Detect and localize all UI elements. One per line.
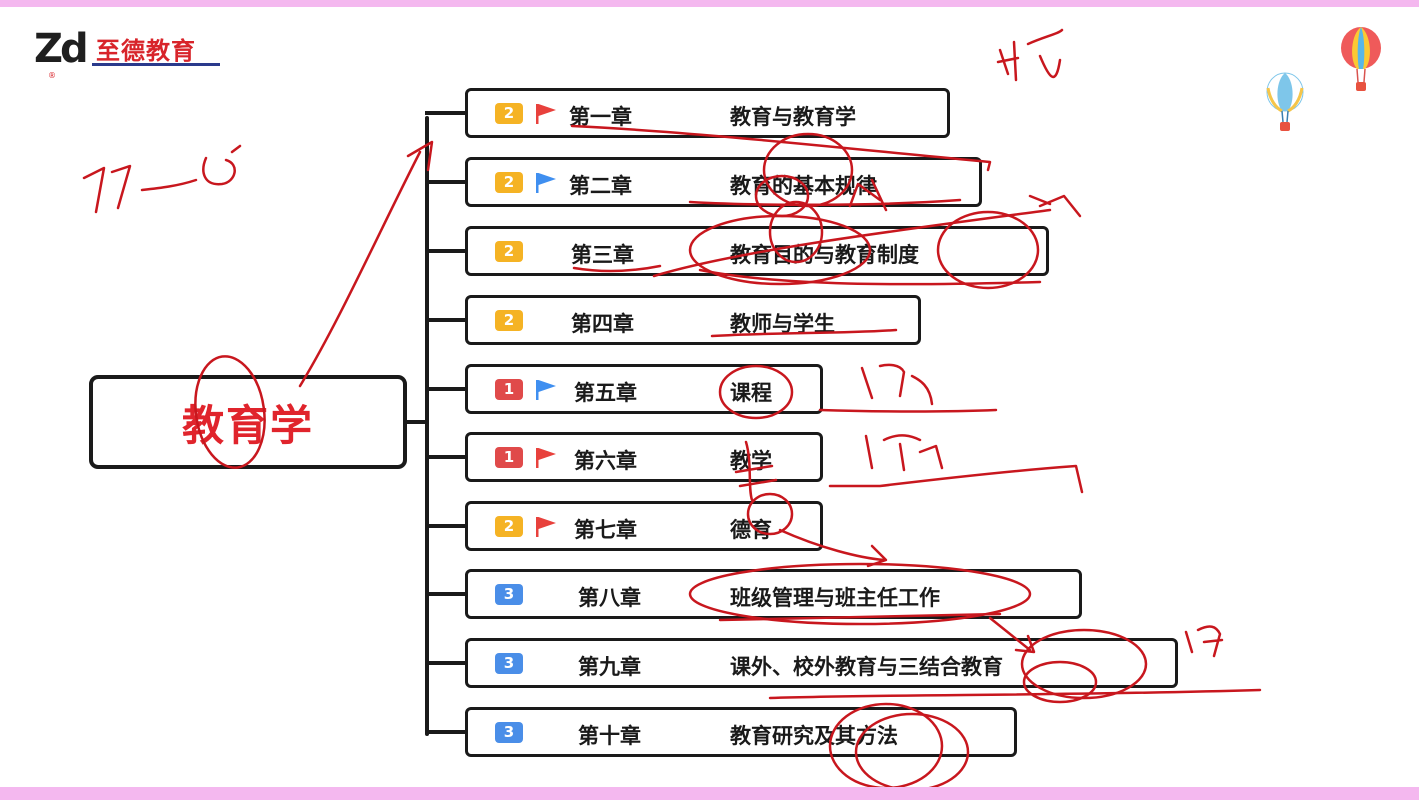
root-connector [407,420,429,424]
chapter-node-4[interactable]: 2 第四章 教师与学生 [465,295,921,345]
chapter-title: 教学 [730,449,772,473]
hot-air-balloon-icon [1266,72,1304,131]
branch-connector-9 [425,661,467,665]
branch-connector-4 [425,318,467,322]
branch-connector-3 [425,249,467,253]
chapter-number: 第五章 [574,381,637,405]
blue-flag-icon [536,173,556,193]
logo-name: 至德教育 [96,37,196,65]
chapter-number: 第九章 [578,655,641,679]
chapter-number: 第十章 [578,724,641,748]
priority-badge: 2 [495,172,523,193]
chapter-number: 第三章 [571,243,634,267]
chapter-number: 第六章 [574,449,637,473]
chapter-node-6[interactable]: 1 第六章 教学 [465,432,823,482]
branch-connector-10 [425,730,467,734]
branch-connector-5 [425,387,467,391]
branch-connector-6 [425,455,467,459]
logo-underline [92,63,220,66]
chapter-node-7[interactable]: 2 第七章 德育 [465,501,823,551]
hot-air-balloon-icon [1341,27,1381,91]
priority-badge: 1 [495,379,523,400]
priority-badge: 2 [495,310,523,331]
chapter-title: 班级管理与班主任工作 [730,586,940,610]
chapter-node-9[interactable]: 3 第九章 课外、校外教育与三结合教育 [465,638,1178,688]
chapter-title: 教育研究及其方法 [730,724,898,748]
priority-badge: 3 [495,722,523,743]
chapter-title: 教育目的与教育制度 [730,243,919,267]
bottom-border-band [0,787,1419,800]
chapter-title: 教育的基本规律 [730,174,877,198]
branch-connector-8 [425,592,467,596]
branch-connector-1 [425,111,467,115]
blue-flag-icon [536,380,556,400]
priority-badge: 2 [495,103,523,124]
logo-registered: ® [48,71,56,80]
priority-badge: 2 [495,516,523,537]
chapter-title: 课程 [730,381,772,405]
chapter-node-2[interactable]: 2 第二章 教育的基本规律 [465,157,982,207]
chapter-number: 第七章 [574,518,637,542]
priority-badge: 2 [495,241,523,262]
priority-badge: 3 [495,653,523,674]
root-node[interactable]: 教育学 [89,375,407,469]
chapter-node-8[interactable]: 3 第八章 班级管理与班主任工作 [465,569,1082,619]
chapter-number: 第二章 [569,174,632,198]
branch-connector-7 [425,524,467,528]
branch-connector-2 [425,180,467,184]
chapter-number: 第四章 [571,312,634,336]
chapter-title: 教师与学生 [730,312,835,336]
chapter-number: 第八章 [578,586,641,610]
chapter-title: 德育 [730,518,772,542]
red-flag-icon [536,517,556,537]
trunk-line [425,116,429,736]
red-flag-icon [536,448,556,468]
chapter-title: 课外、校外教育与三结合教育 [730,655,1003,679]
chapter-node-5[interactable]: 1 第五章 课程 [465,364,823,414]
chapter-title: 教育与教育学 [730,105,856,129]
logo: Zd 至德教育 ® [34,26,224,86]
chapter-number: 第一章 [569,105,632,129]
chapter-node-10[interactable]: 3 第十章 教育研究及其方法 [465,707,1017,757]
logo-mark: Zd [34,26,89,72]
chapter-node-1[interactable]: 2 第一章 教育与教育学 [465,88,950,138]
chapter-node-3[interactable]: 2 第三章 教育目的与教育制度 [465,226,1049,276]
priority-badge: 3 [495,584,523,605]
priority-badge: 1 [495,447,523,468]
red-flag-icon [536,104,556,124]
top-border-band [0,0,1419,7]
root-label: 教育学 [181,400,314,450]
